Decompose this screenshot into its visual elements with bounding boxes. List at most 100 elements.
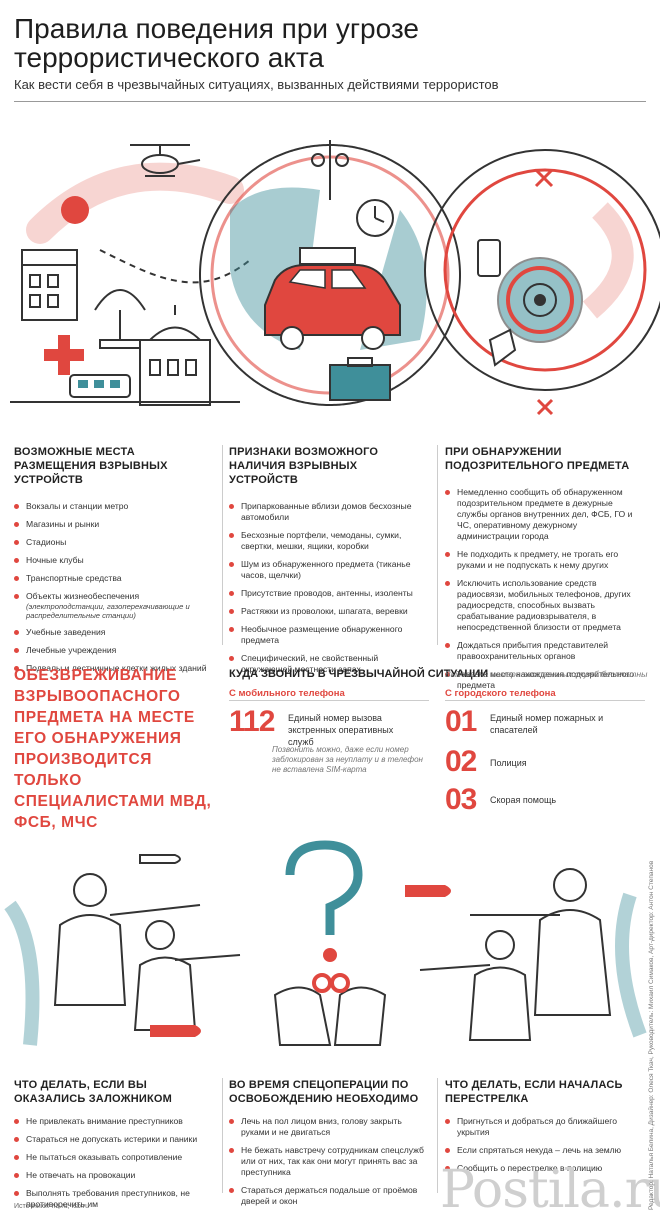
- operation-list: Лечь на пол лицом вниз, голову закрыть р…: [229, 1116, 424, 1207]
- signs-column: Признаки возможного наличия взрывных уст…: [229, 445, 424, 682]
- operation-list-wrap: Лечь на пол лицом вниз, голову закрыть р…: [229, 1116, 424, 1207]
- operation-column: Во время спецоперации по освобождению не…: [229, 1078, 424, 1214]
- mobile-label: С мобильного телефона: [229, 688, 345, 699]
- places-heading: Возможные места размещения взрывных устр…: [14, 446, 168, 486]
- suspicious-list: Немедленно сообщить об обнаруженном подо…: [445, 487, 640, 691]
- list-item: Стараться не допускать истерики и паники: [14, 1134, 214, 1145]
- emergency-number-text: Единый номер вызова экстренных оперативн…: [288, 713, 394, 747]
- list-item: Шум из обнаруженного предмета (тиканье ч…: [229, 559, 424, 581]
- list-item: Магазины и рынки: [14, 519, 214, 530]
- column-divider: [222, 445, 223, 645]
- phone-icon: [477, 239, 501, 277]
- operation-heading: Во время спецоперации по освобождению не…: [229, 1079, 419, 1105]
- page-subtitle: Как вести себя в чрезвычайных ситуациях,…: [14, 77, 499, 92]
- column-divider: [222, 1078, 223, 1193]
- shooting-heading: Что делать, если началась перестрелка: [445, 1079, 623, 1105]
- list-item: Немедленно сообщить об обнаруженном подо…: [445, 487, 640, 542]
- column-divider: [437, 445, 438, 645]
- red-cross-icon: [44, 335, 84, 375]
- list-item: Исключить использование средств радиосвя…: [445, 578, 640, 633]
- top-illustration: [10, 140, 660, 416]
- neutralize-statement: Обезвреживание взрывоопасного предмета н…: [14, 667, 212, 831]
- list-item: Не отвечать на провокации: [14, 1170, 214, 1181]
- fountain-icon: [94, 289, 146, 349]
- police-number: 02: [445, 745, 477, 778]
- emergency-number-112: 112: [229, 705, 275, 738]
- hand-pointing-icon: [488, 328, 517, 367]
- handcuffed-hands-icon: [273, 973, 387, 1046]
- alarm-clock-icon: [356, 199, 394, 237]
- list-item: Выполнять требования преступников, не пр…: [14, 1188, 214, 1210]
- hostage-list-wrap: Не привлекать внимание преступников Стар…: [14, 1116, 214, 1210]
- calls-heading: Куда звонить в чрезвычайной ситуации: [229, 668, 489, 680]
- suspicious-heading: При обнаружении подозрительного предмета: [445, 446, 630, 472]
- fire-number-text: Единый номер пожарных и спасателей: [490, 713, 604, 735]
- police-number-text: Полиция: [490, 758, 527, 768]
- list-item: Дождаться прибытия представителей правоо…: [445, 640, 640, 662]
- car-icon: [264, 247, 401, 350]
- landline-label: С городского телефона: [445, 688, 556, 699]
- list-item: Бесхозные портфели, чемоданы, сумки, све…: [229, 530, 424, 552]
- ambulance-number: 03: [445, 783, 477, 816]
- places-list: Вокзалы и станции метро Магазины и рынки…: [14, 501, 214, 674]
- red-x-icon: [534, 168, 554, 416]
- helicopter-icon: [130, 144, 201, 177]
- places-column: Возможные места размещения взрывных устр…: [14, 445, 214, 681]
- list-item: Присутствие проводов, антенны, изоленты: [229, 588, 424, 599]
- list-item: Если спрятаться некуда – лечь на землю: [445, 1145, 640, 1156]
- page-title: Правила поведения при угрозе террористич…: [14, 13, 419, 73]
- list-item: Транспортные средства: [14, 573, 214, 584]
- signs-list: Припаркованные вблизи домов бесхозные ав…: [229, 501, 424, 675]
- shooting-column: Что делать, если началась перестрелка Пр…: [445, 1078, 640, 1181]
- list-item-note: (электроподстанции, газоперекачивающие и…: [26, 602, 190, 620]
- train-icon: [10, 374, 240, 403]
- hostage-heading: Что делать, если вы оказались заложником: [14, 1079, 173, 1105]
- sources: Источники: ria.ru, fsb.ru: [14, 1203, 90, 1210]
- soldiers-left-icon: [53, 873, 241, 1031]
- signs-heading: Признаки возможного наличия взрывных уст…: [229, 446, 379, 486]
- list-item: Пригнуться и добраться до ближайшего укр…: [445, 1116, 640, 1138]
- red-sun-icon: [61, 196, 89, 224]
- list-item-text: Объекты жизнеобеспечения: [26, 591, 140, 601]
- calls-free-note: Вызовы на номера экстренных служб беспла…: [445, 669, 648, 679]
- watermark: Postila.ru: [440, 1160, 660, 1217]
- list-item: Указать место нахождения подозрительного…: [445, 669, 640, 691]
- hostage-column: Что делать, если вы оказались заложником…: [14, 1078, 214, 1217]
- fire-number: 01: [445, 705, 477, 738]
- list-item: Учебные заведения: [14, 627, 214, 638]
- landline-divider: [445, 700, 645, 701]
- list-item: Ночные клубы: [14, 555, 214, 566]
- list-item: Вокзалы и станции метро: [14, 501, 214, 512]
- suspicious-column: При обнаружении подозрительного предмета…: [445, 445, 640, 698]
- question-mark-icon: [285, 840, 363, 962]
- list-item: Специфический, не свойственный окружающе…: [229, 653, 424, 675]
- list-item: Припаркованные вблизи домов бесхозные ав…: [229, 501, 424, 523]
- bullet-icon: [139, 854, 451, 1037]
- list-item: Стараться держаться подальше от проёмов …: [229, 1185, 424, 1207]
- list-item: Не пытаться оказывать сопротивление: [14, 1152, 214, 1163]
- city-buildings-icon: [21, 249, 211, 406]
- mobile-divider: [229, 700, 429, 701]
- lamp-posts-icon: [311, 140, 349, 200]
- shooting-list-wrap: Пригнуться и добраться до ближайшего укр…: [445, 1116, 640, 1174]
- list-item: Стадионы: [14, 537, 214, 548]
- list-item: Подвалы и лестничные клетки жилых зданий: [14, 663, 214, 674]
- list-item: Не привлекать внимание преступников: [14, 1116, 214, 1127]
- bottom-illustration: [4, 840, 647, 1046]
- credits: Редактор: Наталья Белина, Дизайнер: Олес…: [648, 860, 655, 1210]
- hostage-list: Не привлекать внимание преступников Стар…: [14, 1116, 214, 1210]
- briefcase-icon: [329, 357, 391, 401]
- list-item: Объекты жизнеобеспечения(электроподстанц…: [14, 591, 214, 620]
- eye-target-icon: [497, 257, 583, 343]
- list-item: Необычное размещение обнаруженного предм…: [229, 624, 424, 646]
- list-item: Лечебные учреждения: [14, 645, 214, 656]
- list-item: Не бежать навстречу сотрудникам спецслуж…: [229, 1145, 424, 1178]
- list-item: Сообщить о перестрелке в полицию: [445, 1163, 640, 1174]
- soldiers-right-icon: [419, 868, 612, 1041]
- shooting-list: Пригнуться и добраться до ближайшего укр…: [445, 1116, 640, 1174]
- emergency-number-note: Позвонить можно, даже если номер заблоки…: [272, 745, 423, 774]
- list-item: Не подходить к предмету, не трогать его …: [445, 549, 640, 571]
- column-divider: [437, 1078, 438, 1193]
- list-item: Лечь на пол лицом вниз, голову закрыть р…: [229, 1116, 424, 1138]
- ambulance-number-text: Скорая помощь: [490, 795, 557, 805]
